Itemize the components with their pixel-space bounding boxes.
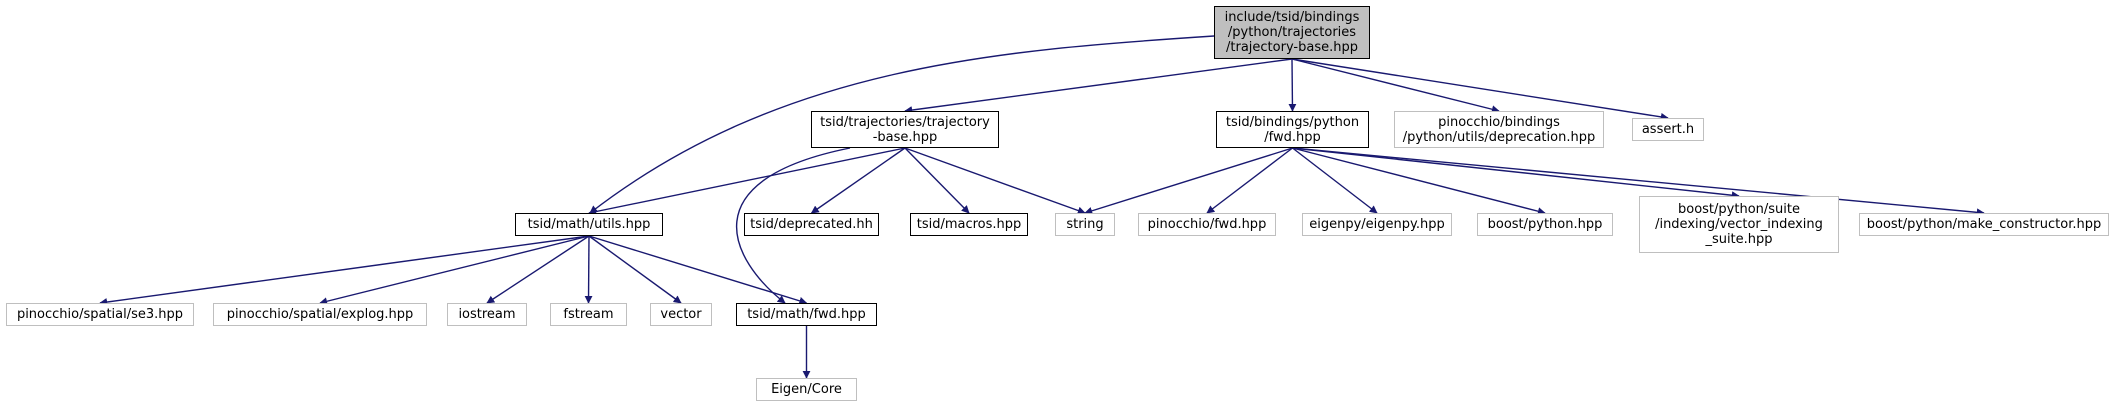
edge-root-to-bind_fwd bbox=[1288, 58, 1297, 112]
edge-traj_base-to-math_fwd bbox=[736, 147, 851, 304]
node-bindings-python-fwd[interactable]: tsid/bindings/python /fwd.hpp bbox=[1216, 111, 1369, 148]
edge-bind_fwd-to-string bbox=[1084, 147, 1293, 215]
edge-root-to-assert bbox=[1291, 58, 1669, 121]
node-string: string bbox=[1055, 213, 1115, 236]
edge-math_utils-to-fstream bbox=[584, 235, 593, 304]
edge-math_utils-to-se3 bbox=[99, 235, 590, 306]
node-deprecated-hh[interactable]: tsid/deprecated.hh bbox=[744, 213, 879, 236]
node-math-utils[interactable]: tsid/math/utils.hpp bbox=[515, 213, 663, 236]
edge-traj_base-to-string bbox=[904, 147, 1086, 215]
edge-math_utils-to-explog bbox=[319, 235, 590, 306]
edge-root-to-math_utils bbox=[589, 35, 1215, 214]
node-iostream: iostream bbox=[447, 303, 527, 326]
node-eigenpy: eigenpy/eigenpy.hpp bbox=[1302, 213, 1452, 236]
edge-bind_fwd-to-vector_indexing bbox=[1292, 147, 1740, 200]
node-pinocchio-fwd: pinocchio/fwd.hpp bbox=[1138, 213, 1276, 236]
node-macros[interactable]: tsid/macros.hpp bbox=[910, 213, 1028, 236]
edge-math_utils-to-math_fwd bbox=[588, 235, 808, 305]
node-vector-indexing-suite: boost/python/suite /indexing/vector_inde… bbox=[1639, 196, 1839, 253]
edge-traj_base-to-deprecated bbox=[810, 147, 906, 214]
node-pinocchio-explog: pinocchio/spatial/explog.hpp bbox=[213, 303, 427, 326]
edge-bind_fwd-to-boost_python bbox=[1292, 147, 1546, 216]
edge-root-to-pin_deprecation bbox=[1291, 58, 1500, 114]
node-trajectory-base[interactable]: tsid/trajectories/trajectory -base.hpp bbox=[811, 111, 999, 148]
node-assert-h: assert.h bbox=[1632, 118, 1704, 141]
node-eigen-core: Eigen/Core bbox=[756, 378, 857, 401]
node-boost-python: boost/python.hpp bbox=[1477, 213, 1613, 236]
edge-math_utils-to-iostream bbox=[486, 235, 590, 304]
edge-bind_fwd-to-eigenpy bbox=[1292, 147, 1378, 214]
edge-traj_base-to-math_utils bbox=[588, 147, 906, 216]
node-pinocchio-se3: pinocchio/spatial/se3.hpp bbox=[6, 303, 194, 326]
node-fstream: fstream bbox=[550, 303, 627, 326]
edge-traj_base-to-macros bbox=[904, 147, 970, 214]
edge-math_utils-to-vector bbox=[588, 235, 682, 304]
node-math-fwd[interactable]: tsid/math/fwd.hpp bbox=[736, 303, 877, 326]
node-vector: vector bbox=[650, 303, 712, 326]
node-make-constructor: boost/python/make_constructor.hpp bbox=[1859, 213, 2109, 236]
node-root-trajectory-base-binding[interactable]: include/tsid/bindings /python/trajectori… bbox=[1214, 6, 1370, 59]
edge-root-to-traj_base bbox=[904, 58, 1293, 115]
edge-bind_fwd-to-make_constructor bbox=[1292, 147, 1985, 217]
node-pinocchio-deprecation: pinocchio/bindings /python/utils/depreca… bbox=[1394, 111, 1604, 148]
edge-bind_fwd-to-pin_fwd bbox=[1206, 147, 1293, 214]
